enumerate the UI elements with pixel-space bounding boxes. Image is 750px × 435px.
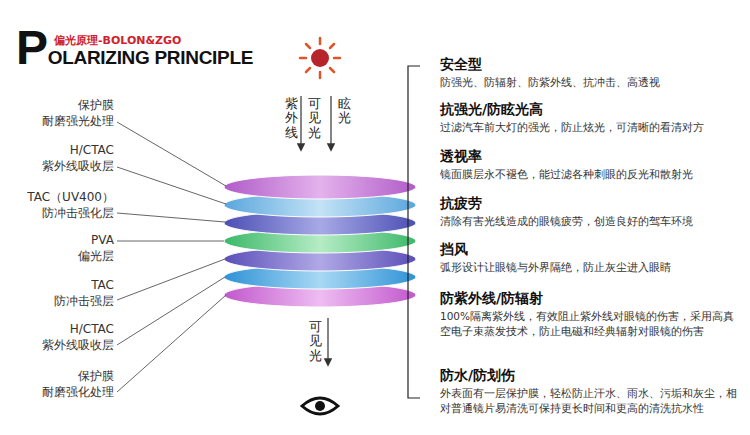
feature-heading: 安全型 — [440, 56, 482, 74]
layer-name: TAC（UV400） — [10, 190, 114, 205]
sun-icon — [300, 38, 340, 78]
feature-text: 清除有害光线造成的眼镜疲劳，创造良好的驾车环境 — [440, 214, 742, 229]
feature-text: 弧形设计让眼镜与外界隔绝，防止灰尘进入眼睛 — [440, 260, 742, 275]
light-label: 可见光 — [309, 320, 322, 363]
lens-layers — [224, 175, 416, 307]
feature-heading: 防水/防划伤 — [440, 367, 515, 385]
feature-heading: 挡风 — [440, 241, 468, 259]
leader-lines — [117, 122, 226, 392]
layer-name: H/CTAC — [10, 143, 114, 158]
layer-function: 防冲击强化层 — [10, 206, 114, 221]
light-label: 眩光 — [338, 97, 351, 126]
layer-function: 耐磨强化处理 — [10, 385, 114, 400]
bracket — [408, 66, 420, 398]
feature-heading: 透视率 — [440, 148, 482, 166]
feature-text: 防强光、防辐射、防紫外线、抗冲击、高透视 — [440, 75, 742, 90]
feature-text: 100%隔离紫外线，有效阻止紫外线对眼镜的伤害，采用高真空电子束蒸发技术，防止电… — [440, 309, 742, 339]
layer-function: 紫外线吸收层 — [10, 338, 114, 353]
feature-heading: 防紫外线/防辐射 — [440, 290, 543, 308]
layer-name: PVA — [10, 233, 114, 248]
layer-function: 偏光层 — [10, 249, 114, 264]
layer-name: TAC — [10, 278, 114, 293]
layer-name: 保护膜 — [10, 98, 114, 113]
layer-function: 紫外线吸收层 — [10, 159, 114, 174]
layer-function: 耐磨强光处理 — [10, 114, 114, 129]
eye-icon — [302, 398, 338, 414]
light-label: 可见光 — [308, 97, 321, 140]
feature-text: 镜面膜层永不褪色，能过滤各种刺眼的反光和散射光 — [440, 167, 742, 182]
light-label: 紫外线 — [285, 97, 298, 140]
feature-text: 过滤汽车前大灯的强光，防止炫光，可清晰的看清对方 — [440, 120, 742, 135]
feature-heading: 抗疲劳 — [440, 195, 482, 213]
layer-name: H/CTAC — [10, 322, 114, 337]
layer-function: 防冲击强层 — [10, 294, 114, 309]
feature-heading: 抗强光/防眩光高 — [440, 101, 543, 119]
brand-text: 偏光原理-BOLON&ZGO — [54, 33, 181, 48]
layer-name: 保护膜 — [10, 369, 114, 384]
title: POLARIZING PRINCIPLE — [16, 20, 253, 75]
feature-text: 外表面有一层保护膜，轻松防止汗水、雨水、污垢和灰尘，相对普通镜片易清洗可保持更长… — [440, 386, 742, 416]
